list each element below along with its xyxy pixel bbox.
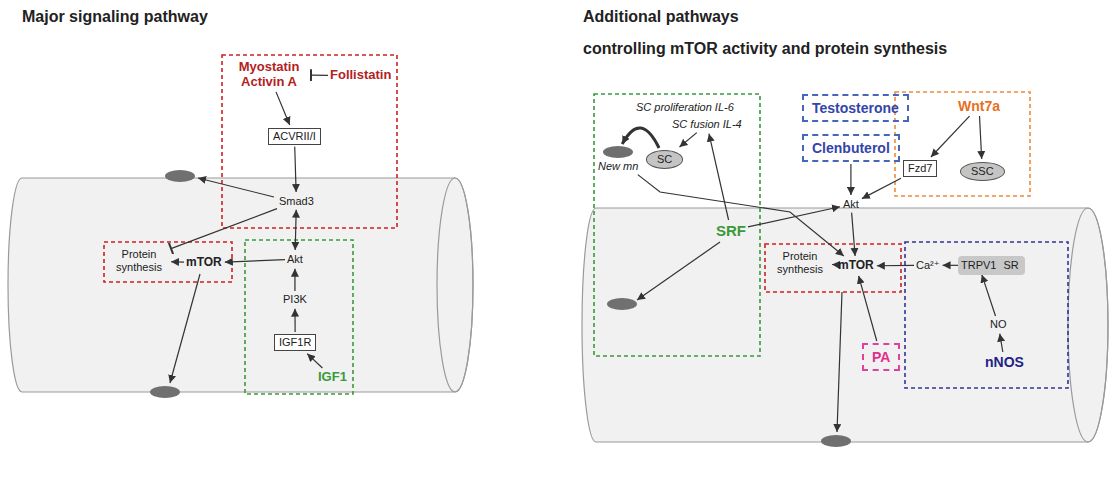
factor-label: SRF [716,222,746,239]
node-text: Ca²⁺ [916,259,940,271]
node-text: Smad3 [279,195,314,207]
channel-label: TRPV1 [961,259,996,272]
inhibitor-label: Follistatin [330,68,391,83]
node-text: SC fusion IL-4 [672,118,742,130]
node-text: mTOR [838,258,874,272]
hormone-box: Testosterone [802,94,909,122]
node-text: Testosterone [812,100,899,116]
signal-molecule: Smad3 [279,195,314,208]
node-text: SSC [971,165,994,177]
node-text: NO [990,318,1007,330]
inhibition-line [171,209,277,249]
process-label: Protein synthesis [771,250,829,275]
cytokine-label: SC fusion IL-4 [672,118,742,131]
node-text: IGF1R [279,336,311,348]
panel-heading: Additional pathways [583,8,739,26]
leader-arrow [170,178,842,432]
ion-label: Ca²⁺ [916,259,940,272]
node-text: Protein synthesis [777,250,823,275]
node-text: Akt [843,198,859,210]
activation-arrow [877,265,914,266]
receptor-box: Fzd7 [903,160,937,177]
activation-arrow [943,265,959,266]
ligand-label: Myostatin Activin A [230,60,308,90]
activation-arrow [171,261,184,263]
node-text: Protein synthesis [116,248,162,273]
node-text: New mn [598,160,638,172]
ligand-label: Wnt7a [958,98,1000,114]
node-text: SR [1003,259,1018,271]
activation-arrow [295,210,296,250]
node-text: Wnt7a [958,98,1000,114]
node-text: PA [872,349,890,365]
activation-arrow [294,269,295,291]
activation-arrow [980,116,982,159]
activation-arrow [294,309,295,332]
node-text: Myostatin Activin A [239,59,300,89]
signal-molecule: PI3K [283,293,307,306]
activation-arrow [748,207,840,227]
activation-arrow [982,275,996,316]
nucleus-oval [603,146,633,158]
node-text: nNOS [985,354,1024,370]
panel-heading: controlling mTOR activity and protein sy… [583,40,947,58]
activation-arrow [307,354,322,368]
activation-arrow [1000,334,1003,352]
inhibition-line [311,75,328,76]
activation-arrow [852,213,855,256]
activation-arrow [679,133,696,147]
activation-arrow [862,178,901,198]
kinase-label: mTOR [186,256,222,270]
activation-arrow [638,175,844,256]
activation-arrow [709,134,729,220]
signal-molecule: NO [990,318,1007,331]
node-text: ACVRII/I [273,130,316,142]
activation-arrow [832,264,836,265]
node-text: SRF [716,222,746,239]
activation-arrow [622,128,659,148]
node-text: mTOR [186,255,222,269]
activation-arrow [931,116,970,157]
drug-box: Clenbuterol [802,134,900,162]
activation-arrow [295,147,296,192]
new-myonucleus: New mn [598,146,638,173]
node-text: IGF1 [318,369,347,384]
process-note: SC proliferation IL-6 [636,101,734,113]
enzyme-label: nNOS [985,354,1024,370]
node-text: SC [657,153,672,165]
node-text: Fzd7 [908,162,932,174]
node-text: TRPV1 [961,259,996,271]
muscle-fiber [582,208,1108,442]
node-text: PI3K [283,293,307,305]
panel-heading: Major signaling pathway [22,8,208,26]
process-label: Protein synthesis [110,248,168,273]
signal-molecule: Akt [843,198,859,211]
node-text: Clenbuterol [812,140,890,156]
stimulus-box: PA [862,343,900,371]
activation-arrow [850,164,851,195]
receptor-box: ACVRII/I [268,128,321,145]
satellite-cell: SC [646,150,683,169]
node-text: Akt [287,253,303,265]
receptor-box: IGF1R [274,334,316,351]
group-frame [104,55,1068,394]
ligand-label: IGF1 [318,370,347,385]
node-text: Follistatin [330,67,391,82]
activation-arrow [859,276,877,341]
activation-arrow [225,260,285,262]
muscle-fiber [8,178,473,392]
activation-arrow [276,92,290,125]
signal-molecule: Akt [287,253,303,266]
sarcoplasmic-reticulum: SR TRPV1 [958,256,1025,275]
myonucleus [150,170,851,447]
kinase-label: mTOR [838,259,874,273]
stem-cell: SSC [960,162,1005,181]
